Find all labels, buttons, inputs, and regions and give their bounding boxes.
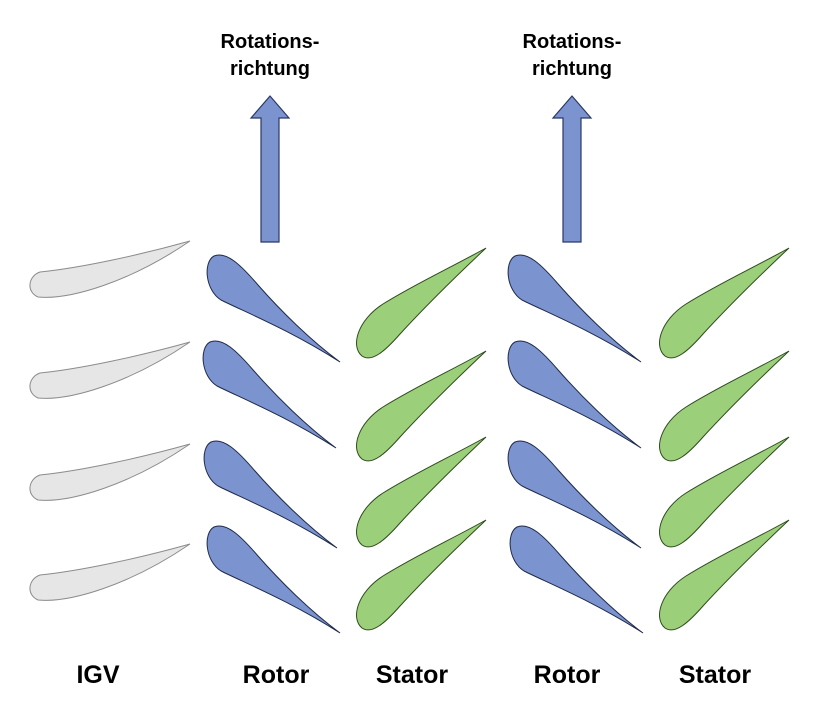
stator-label-1: Stator [376, 661, 449, 689]
stator-blade [356, 350, 487, 462]
igv-blade [29, 240, 191, 298]
up-arrow-icon [551, 95, 593, 243]
rotor-blade [509, 525, 644, 634]
igv-label: IGV [76, 661, 119, 689]
rotation-label-line1: Rotations- [221, 31, 320, 53]
stator-blade [659, 350, 790, 462]
stator-label-2: Stator [679, 661, 752, 689]
igv-blade [29, 543, 191, 601]
rotor-label-1: Rotor [243, 661, 310, 689]
stator-blade-row-2 [659, 247, 790, 631]
rotor-blade-row-2 [507, 254, 644, 634]
rotor-blade [507, 340, 642, 449]
igv-blade [29, 341, 191, 399]
stator-blade [356, 247, 487, 359]
igv-blade [29, 443, 191, 501]
rotor-blade-row-1 [202, 254, 341, 634]
up-arrow-icon [249, 95, 291, 243]
rotor-blade [202, 340, 337, 449]
rotation-arrow-1: Rotations- richtung [221, 31, 320, 243]
igv-blade-row [29, 240, 191, 601]
rotation-arrow-2: Rotations- richtung [523, 31, 622, 243]
stator-blade-row-1 [356, 247, 487, 631]
rotor-label-2: Rotor [534, 661, 601, 689]
stator-blade [659, 247, 790, 359]
rotation-label-line2: richtung [230, 58, 310, 80]
rotation-label-line2: richtung [532, 58, 612, 80]
rotation-label-line1: Rotations- [523, 31, 622, 53]
rotor-blade [206, 525, 341, 634]
